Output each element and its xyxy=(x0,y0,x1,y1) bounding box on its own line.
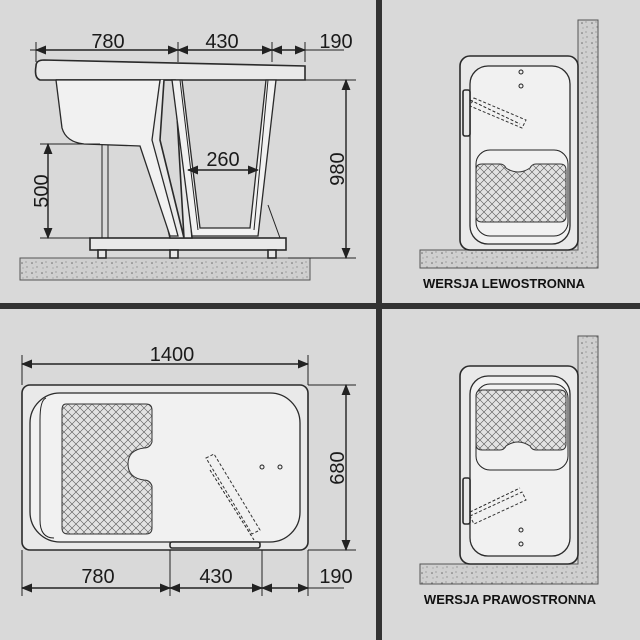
dim-side-door-width: 260 xyxy=(186,149,260,175)
anti-slip-mat xyxy=(475,163,567,223)
dim-top-depth: 680 xyxy=(308,383,356,552)
dim-side-430: 430 xyxy=(205,31,238,53)
dim-top-bottom: 780 430 190 xyxy=(20,550,353,596)
side-elevation-panel: 780 430 190 500 980 260 xyxy=(19,31,356,281)
tub-seat-outline xyxy=(55,79,179,237)
left-version-panel: WERSJA LEWOSTRONNA xyxy=(419,19,599,291)
anti-slip-mat xyxy=(475,389,567,451)
dim-side-780: 780 xyxy=(91,31,124,53)
dim-top-780: 780 xyxy=(81,566,114,588)
dim-top-680: 680 xyxy=(327,451,349,484)
dim-top-430: 430 xyxy=(199,566,232,588)
door-swing xyxy=(469,487,527,525)
tub-feet xyxy=(97,249,277,259)
dim-side-190: 190 xyxy=(319,31,352,53)
door-handle xyxy=(462,477,471,525)
anti-slip-mat xyxy=(61,403,153,535)
dim-top-1400: 1400 xyxy=(150,344,195,366)
dim-side-980: 980 xyxy=(327,152,349,185)
door-handle xyxy=(169,541,261,549)
caption-left-version: WERSJA LEWOSTRONNA xyxy=(423,276,586,291)
dim-side-top: 780 430 190 xyxy=(30,31,353,62)
dim-top-length: 1400 xyxy=(20,344,310,385)
tub-base xyxy=(89,237,287,251)
dim-side-seat-height: 500 xyxy=(31,142,100,240)
door-swing xyxy=(469,97,527,129)
dim-side-500: 500 xyxy=(31,174,53,207)
tub-rim xyxy=(34,59,306,81)
caption-right-version: WERSJA PRAWOSTRONNA xyxy=(424,592,597,607)
floor-slab xyxy=(19,257,311,281)
dim-side-total-height: 980 xyxy=(288,78,356,260)
tub-foot-section xyxy=(171,79,277,237)
wall-corner xyxy=(419,19,599,269)
top-plan-panel: 1400 680 780 430 190 xyxy=(20,344,356,596)
wall-corner xyxy=(419,335,599,585)
door-swing xyxy=(205,453,261,541)
door-handle xyxy=(462,89,471,137)
dim-top-190: 190 xyxy=(319,566,352,588)
right-version-panel: WERSJA PRAWOSTRONNA xyxy=(419,335,599,607)
dim-side-260: 260 xyxy=(206,149,239,171)
